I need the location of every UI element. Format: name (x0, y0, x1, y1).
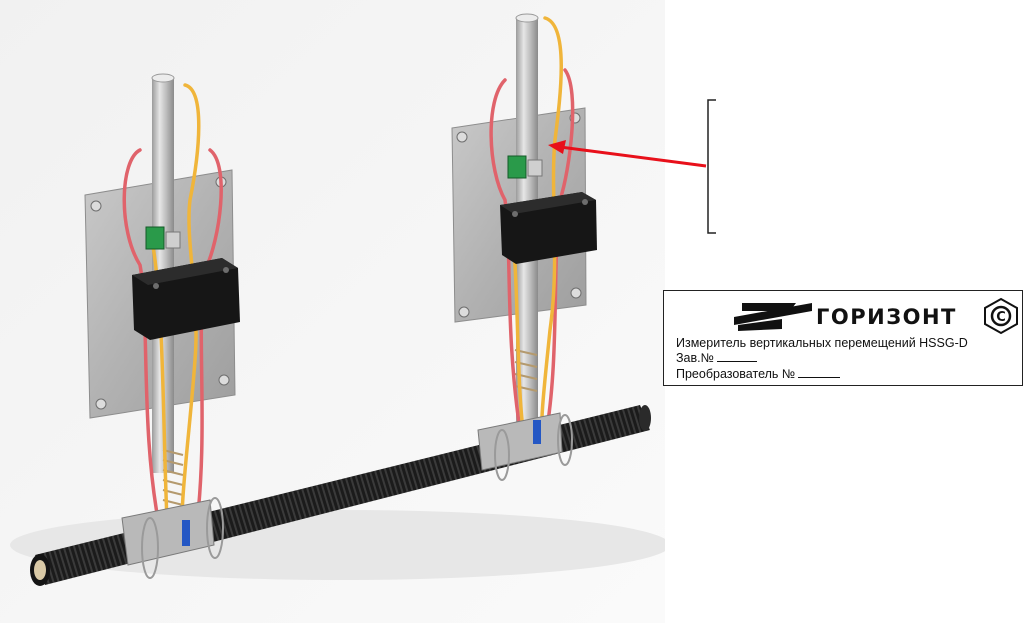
brand-logo: ГОРИЗОНТ (734, 297, 974, 333)
device-description: Измеритель вертикальных перемещений HSSG… (676, 336, 968, 350)
brand-name: ГОРИЗОНТ (816, 305, 957, 329)
transducer-number-blank (798, 367, 841, 378)
cert-mark-letter: C (996, 310, 1006, 325)
gorizont-logo-icon (734, 303, 812, 331)
transducer-number-label: Преобразователь № (676, 367, 796, 381)
product-photo (0, 0, 665, 623)
hssg-d-sensor-assembly-icon (0, 0, 665, 623)
callout-bracket (707, 99, 716, 234)
serial-number-blank (717, 351, 758, 362)
serial-number-label: Зав.№ (676, 351, 715, 365)
serial-number-line: Зав.№ (676, 351, 758, 365)
certification-mark-icon: C (984, 297, 1018, 335)
transducer-number-line: Преобразователь № (676, 367, 841, 381)
identification-plate: ГОРИЗОНТ C Измеритель вертикальных перем… (663, 290, 1023, 386)
